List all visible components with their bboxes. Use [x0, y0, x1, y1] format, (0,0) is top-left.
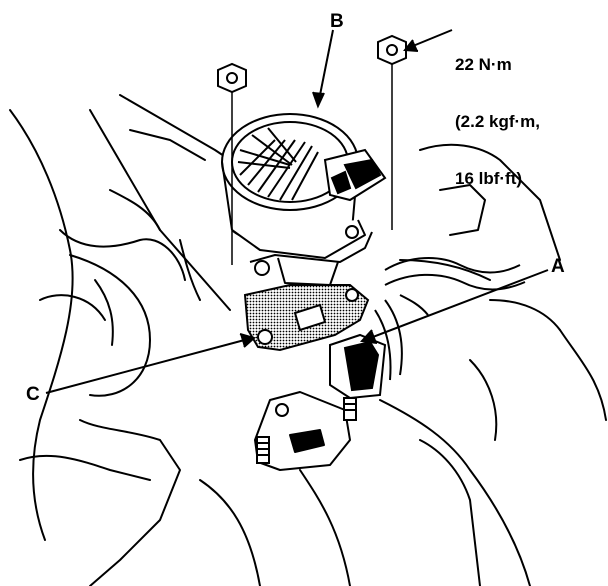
- alignment-lines: [231, 64, 393, 265]
- torque-spec-line-1: 22 N·m: [455, 55, 512, 74]
- engine-background-outline: [9, 94, 607, 586]
- callout-label-c: C: [26, 384, 40, 405]
- stud-right: [343, 397, 357, 421]
- hose-outline: [384, 257, 526, 316]
- torque-spec-line-3: 16 lbf·ft): [455, 169, 523, 188]
- torque-spec-line-2: (2.2 kgf·m,: [455, 112, 541, 131]
- nut-icon: [217, 62, 247, 94]
- egr-valve-connector: [323, 148, 387, 202]
- leader-lines: [45, 29, 549, 394]
- torque-spec: 22 N·m (2.2 kgf·m, 16 lbf·ft): [455, 17, 540, 207]
- callout-label-b: B: [330, 11, 344, 32]
- lower-flange-plate: [254, 391, 351, 471]
- callout-label-a: A: [551, 256, 565, 277]
- connector-a: [329, 299, 403, 400]
- nut-icon: [377, 34, 407, 66]
- egr-valve-b: [221, 113, 373, 286]
- stud-left: [256, 436, 270, 464]
